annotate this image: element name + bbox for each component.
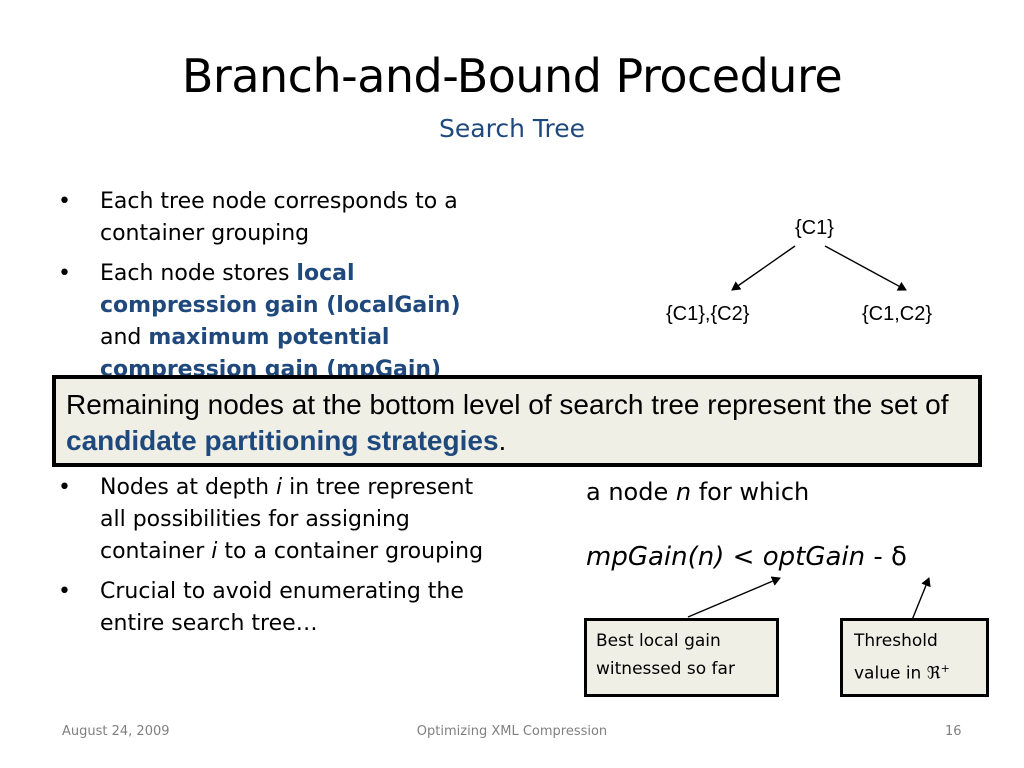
bullet-item: • Each tree node corresponds to a contai… <box>58 186 498 250</box>
bullet-list-top: • Each tree node corresponds to a contai… <box>58 186 498 386</box>
formula-operator: < <box>724 542 763 572</box>
bullet-item: • Crucial to avoid enumerating the entir… <box>58 576 498 640</box>
bullet-marker: • <box>58 189 71 214</box>
tree-node-root: {C1} <box>795 217 834 239</box>
footer-title: Optimizing XML Compression <box>416 724 608 739</box>
bullet-marker: • <box>58 261 71 286</box>
annotation-box-optgain: Best local gain witnessed so far <box>584 618 779 697</box>
search-tree-diagram <box>731 245 907 291</box>
bullet-marker: • <box>58 475 71 500</box>
slide-title: Branch-and-Bound Procedure <box>181 49 843 103</box>
highlight-local-gain: local compression gain (localGain) <box>100 261 461 318</box>
highlight-mp-gain: maximum potential compression gain (mpGa… <box>100 325 442 382</box>
tree-node-right: {C1,C2} <box>862 303 933 325</box>
bullet-text-mid: in tree represent all possibilities for … <box>100 475 474 564</box>
real-numbers-symbol: ℜ <box>926 663 941 684</box>
tree-node-left: {C1},{C2} <box>666 303 750 325</box>
superscript-plus: + <box>940 662 950 675</box>
bullet-text-pre: Each node stores <box>100 261 297 286</box>
bullet-text: Each tree node corresponds to a containe… <box>100 189 458 246</box>
tree-edge-left <box>731 245 796 291</box>
bullet-item: • Nodes at depth i in tree represent all… <box>58 472 498 568</box>
bullet-text-pre: Nodes at depth <box>100 475 276 500</box>
bullet-marker: • <box>58 579 71 604</box>
bullet-text-mid: and <box>100 325 149 350</box>
callout-highlight: candidate partitioning strategies <box>66 425 499 456</box>
annotation-box-delta: Threshold value in ℜ+ <box>840 618 989 697</box>
slide-subtitle: Search Tree <box>439 114 585 143</box>
bullet-list-bottom: • Nodes at depth i in tree represent all… <box>58 472 498 648</box>
variable-i: i <box>276 475 283 500</box>
tree-edge-right <box>824 245 907 291</box>
pruning-formula: mpGain(n) < optGain - δ <box>586 540 907 574</box>
callout-box: Remaining nodes at the bottom level of s… <box>52 375 982 467</box>
arrow-to-optgain <box>687 576 781 618</box>
bullet-item: • Each node stores local compression gai… <box>58 258 498 386</box>
pruning-condition-text: a node n for which <box>586 478 810 506</box>
footer-date: August 24, 2009 <box>62 724 170 739</box>
variable-i: i <box>211 539 218 564</box>
formula-lhs: mpGain(n) <box>586 542 725 572</box>
variable-n: n <box>675 478 692 506</box>
bullet-text: Crucial to avoid enumerating the entire … <box>100 579 464 636</box>
arrow-to-delta <box>911 577 931 621</box>
footer-page-number: 16 <box>945 724 962 739</box>
formula-minus-delta: - δ <box>865 542 907 572</box>
callout-text-pre: Remaining nodes at the bottom level of s… <box>66 389 949 420</box>
formula-rhs: optGain <box>762 542 866 572</box>
bullet-text-post: to a container grouping <box>217 539 484 564</box>
callout-text-post: . <box>498 425 507 456</box>
